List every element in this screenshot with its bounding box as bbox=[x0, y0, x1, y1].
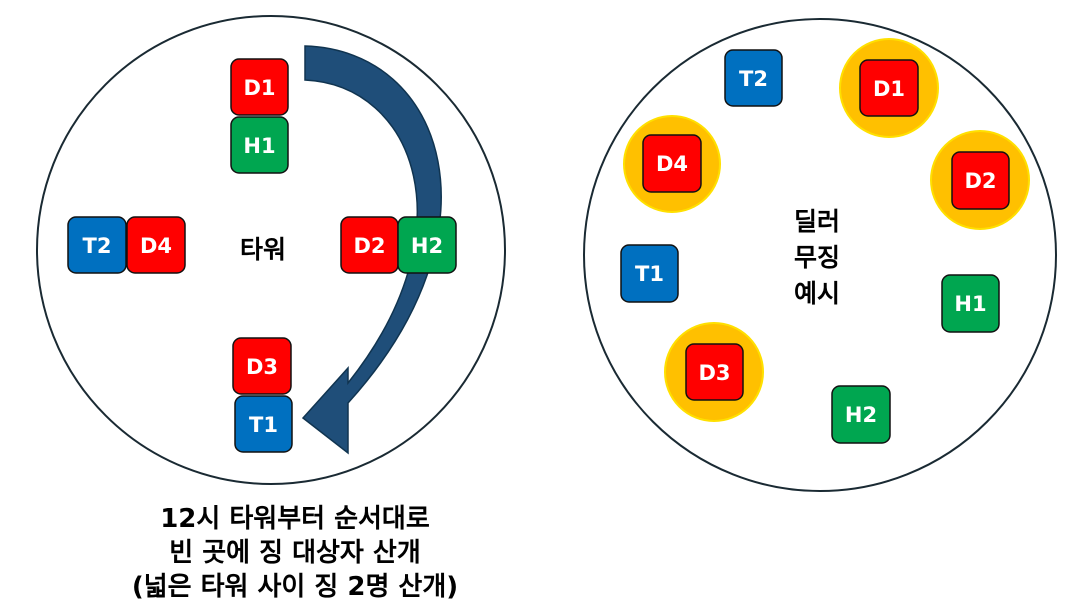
tower-center-label: 타워 bbox=[240, 235, 286, 264]
svg-text:H1: H1 bbox=[954, 292, 986, 316]
example-tile-d3: D3 bbox=[685, 343, 744, 401]
tower-tile-d1: D1 bbox=[230, 58, 289, 116]
example-tile-h1: H1 bbox=[941, 274, 1000, 333]
svg-text:D4: D4 bbox=[140, 234, 172, 258]
example-tile-d1: D1 bbox=[859, 59, 919, 117]
tower-panel: D1 H1 T2 D4 D2 H2 D3 bbox=[36, 15, 506, 485]
tower-tile-t1: T1 bbox=[234, 395, 293, 453]
example-tile-d2: D2 bbox=[951, 151, 1010, 210]
svg-text:D2: D2 bbox=[964, 169, 996, 193]
caption-line-1: 12시 타워부터 순서대로 bbox=[160, 504, 430, 534]
example-center-label-line3: 예시 bbox=[794, 279, 840, 308]
tower-tile-d2: D2 bbox=[340, 216, 399, 274]
example-tile-d4: D4 bbox=[642, 134, 702, 193]
svg-text:T2: T2 bbox=[83, 234, 112, 258]
example-tile-t2: T2 bbox=[724, 49, 783, 107]
tower-tile-h2: H2 bbox=[397, 216, 457, 274]
example-center-label-line2: 무징 bbox=[794, 243, 840, 272]
svg-text:T2: T2 bbox=[739, 67, 768, 91]
svg-text:T1: T1 bbox=[249, 413, 278, 437]
svg-text:D3: D3 bbox=[246, 355, 278, 379]
instruction-caption: 12시 타워부터 순서대로 빈 곳에 징 대상자 산개 (넓은 타워 사이 징 … bbox=[60, 502, 530, 604]
svg-text:H2: H2 bbox=[845, 403, 877, 427]
svg-text:D1: D1 bbox=[243, 76, 275, 100]
example-tile-t1: T1 bbox=[620, 244, 679, 303]
caption-line-3: (넓은 타워 사이 징 2명 산개) bbox=[131, 572, 459, 602]
svg-text:H1: H1 bbox=[243, 134, 275, 158]
svg-text:D3: D3 bbox=[698, 361, 730, 385]
svg-text:H2: H2 bbox=[411, 234, 443, 258]
tower-tile-h1: H1 bbox=[230, 116, 289, 174]
tower-tile-t2: T2 bbox=[67, 216, 127, 274]
caption-line-2: 빈 곳에 징 대상자 산개 bbox=[169, 538, 421, 568]
dealer-example-panel: T2 D1 D4 D2 T1 H1 D3 bbox=[583, 18, 1057, 492]
svg-text:D2: D2 bbox=[353, 234, 385, 258]
svg-text:T1: T1 bbox=[635, 262, 664, 286]
tower-circle bbox=[36, 15, 506, 485]
tower-tile-d3: D3 bbox=[232, 337, 292, 395]
example-tile-h2: H2 bbox=[831, 385, 891, 444]
svg-text:D4: D4 bbox=[656, 152, 688, 176]
tower-tile-d4: D4 bbox=[126, 216, 186, 274]
clockwise-arrow-icon bbox=[301, 45, 442, 455]
svg-text:D1: D1 bbox=[873, 77, 905, 101]
example-center-label-line1: 딜러 bbox=[794, 207, 840, 236]
